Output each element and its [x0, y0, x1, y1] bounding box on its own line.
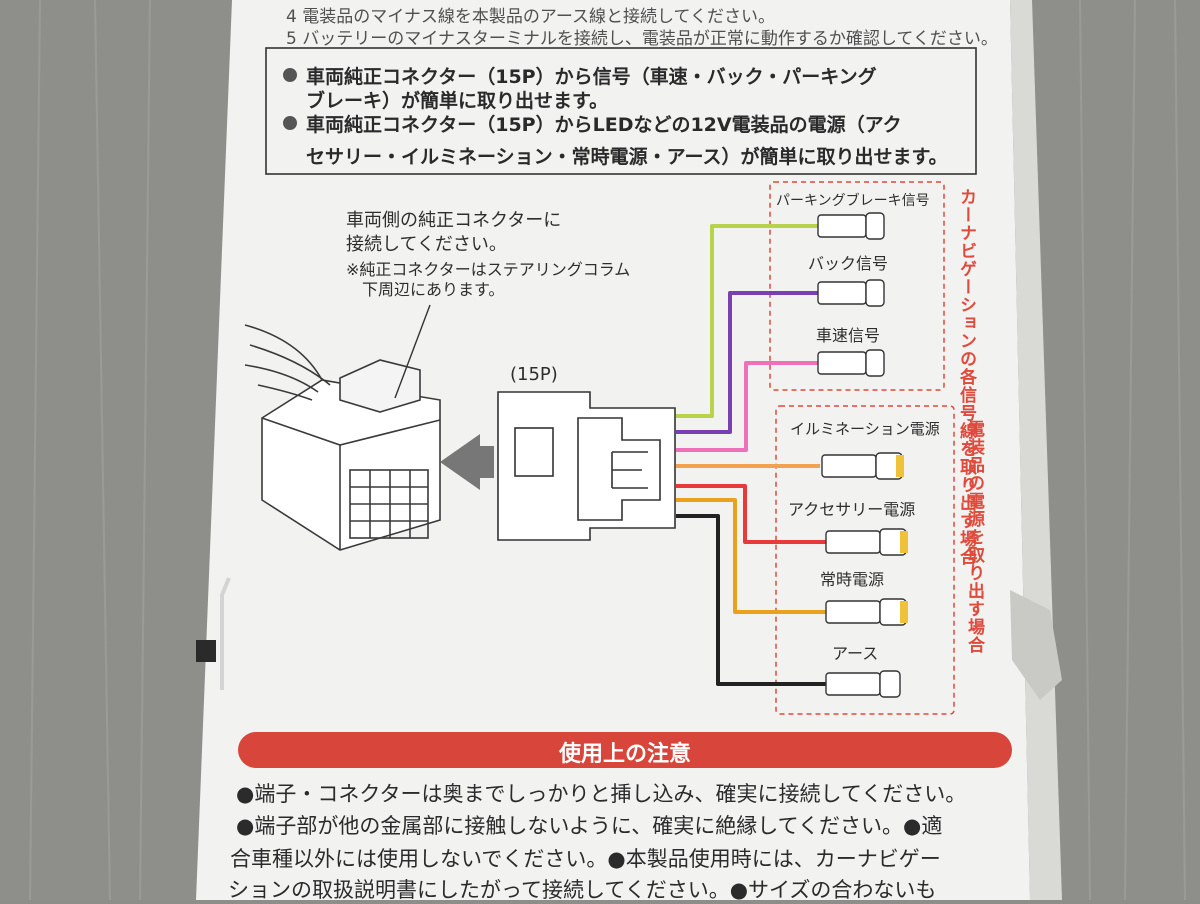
power-group-box [775, 405, 955, 715]
location-note-1: ※純正コネクターはステアリングコラム [346, 260, 631, 279]
feature-bullet-2 [283, 116, 297, 130]
caution-line-2: ●端子部が他の金属部に接触しないように、確実に絶縁してください。●適 [236, 814, 943, 838]
feature-bullet-1 [283, 68, 297, 82]
features-box [265, 47, 977, 175]
label-illumination: イルミネーション電源 [790, 420, 940, 438]
label-constant-power: 常時電源 [820, 570, 885, 589]
label-reverse: バック信号 [808, 254, 889, 273]
feature-text-4: セサリー・イルミネーション・常時電源・アース）が簡単に取り出せます。 [306, 146, 948, 168]
connector-15p-label: (15P) [510, 364, 558, 385]
power-group-title: 電装品の電源を取り出す場合 [964, 420, 984, 654]
staple-shadow [196, 640, 216, 662]
terminals [817, 212, 907, 698]
instruction-step-4: 4 電装品のマイナス線を本製品のアース線と接続してください。 [286, 7, 775, 27]
label-vehicle-speed: 車速信号 [816, 326, 881, 345]
terminal-ground [825, 670, 901, 698]
staple [220, 577, 231, 690]
wire-constant-power [676, 498, 826, 614]
feature-text-2: ブレーキ）が簡単に取り出せます。 [306, 90, 609, 112]
wire-parking-brake [676, 224, 820, 418]
terminal-parking-brake [817, 212, 885, 240]
caution-line-1: ●端子・コネクターは奥までしっかりと挿し込み、確実に接続してください。 [236, 782, 967, 806]
caution-title: 使用上の注意 [558, 742, 691, 767]
connect-note-1: 車両側の純正コネクターに [346, 210, 562, 231]
label-parking-brake: パーキングブレーキ信号 [776, 193, 930, 209]
terminal-accessory [825, 528, 907, 556]
label-ground: アース [832, 644, 879, 663]
wood-grain [29, 0, 1186, 900]
connect-note-2: 接続してください。 [346, 234, 507, 255]
caution-line-3: 合車種以外には使用しないでください。●本製品使用時には、カーナビゲー [230, 847, 941, 871]
caution-line-4: ションの取扱説明書にしたがって接続してください。●サイズの合わないも [228, 878, 937, 902]
wire-accessory [676, 484, 826, 544]
terminal-sleeves [896, 455, 908, 623]
vehicle-connector-illustration [244, 324, 441, 551]
terminal-constant-power [825, 598, 907, 626]
wire-vehicle-speed [676, 361, 820, 452]
terminal-reverse [817, 279, 885, 307]
wire-harness [676, 224, 826, 686]
signal-group-title: カーナビゲーションの各信号線を取り出す場合 [956, 188, 976, 566]
location-note-2: 下周辺にあります。 [362, 280, 505, 299]
card-tear [1010, 590, 1062, 700]
terminal-illumination [821, 452, 903, 480]
terminal-vehicle-speed [817, 349, 885, 377]
signal-group-box [769, 181, 945, 391]
pointer-line [394, 304, 431, 399]
instruction-step-5: 5 バッテリーのマイナスターミナルを接続し、電装品が正常に動作するか確認してくだ… [286, 29, 998, 49]
wire-reverse [676, 291, 820, 434]
feature-text-1: 車両純正コネクター（15P）から信号（車速・バック・パーキング [306, 66, 877, 88]
product-connector-15p [497, 391, 676, 541]
insert-arrow [440, 434, 494, 490]
feature-text-3: 車両純正コネクター（15P）からLEDなどの12V電装品の電源（アク [306, 114, 902, 136]
label-accessory: アクセサリー電源 [788, 500, 916, 519]
caution-banner: 使用上の注意 [238, 732, 1012, 768]
wire-ground [676, 514, 826, 686]
